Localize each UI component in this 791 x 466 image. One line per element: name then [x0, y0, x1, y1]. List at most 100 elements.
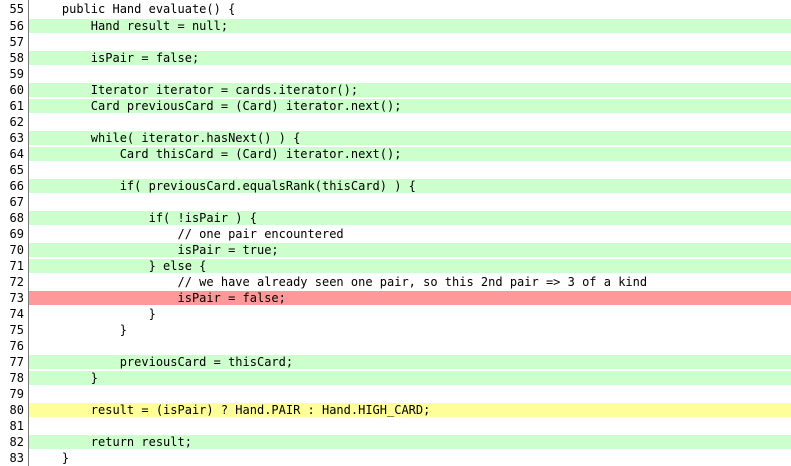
line-number: 63 — [9, 131, 24, 145]
line-content: isPair = false; — [29, 50, 791, 66]
code-line: 56 Hand result = null; — [0, 18, 791, 34]
source-text: Card previousCard = (Card) iterator.next… — [33, 99, 402, 113]
line-content — [29, 66, 791, 82]
coverage-highlight-none — [29, 451, 791, 465]
code-line: 81 — [0, 418, 791, 434]
coverage-highlight-covered — [29, 211, 791, 225]
code-line: 76 — [0, 338, 791, 354]
coverage-highlight-none — [29, 419, 791, 433]
code-line: 58 isPair = false; — [0, 50, 791, 66]
line-content: Card previousCard = (Card) iterator.next… — [29, 98, 791, 114]
line-number: 76 — [9, 339, 24, 353]
line-content: public Hand evaluate() { — [29, 0, 791, 18]
code-line: 68 if( !isPair ) { — [0, 210, 791, 226]
line-number: 82 — [9, 435, 24, 449]
coverage-highlight-covered — [29, 243, 791, 257]
line-content: } — [29, 370, 791, 386]
code-line: 72 // we have already seen one pair, so … — [0, 274, 791, 290]
code-line: 60 Iterator iterator = cards.iterator(); — [0, 82, 791, 98]
line-content: Iterator iterator = cards.iterator(); — [29, 82, 791, 98]
line-content: } — [29, 450, 791, 466]
source-text: return result; — [33, 435, 192, 449]
coverage-highlight-covered — [29, 131, 791, 145]
code-line: 65 — [0, 162, 791, 178]
code-line: 79 — [0, 386, 791, 402]
line-content — [29, 114, 791, 130]
source-text: result = (isPair) ? Hand.PAIR : Hand.HIG… — [33, 403, 431, 417]
source-text: } — [33, 371, 99, 385]
line-number: 62 — [9, 115, 24, 129]
line-number: 80 — [9, 403, 24, 417]
line-content: return result; — [29, 434, 791, 450]
coverage-highlight-covered — [29, 435, 791, 449]
source-text: } — [33, 451, 70, 465]
code-line: 75 } — [0, 322, 791, 338]
line-content: isPair = true; — [29, 242, 791, 258]
line-content — [29, 194, 791, 210]
code-line: 83 } — [0, 450, 791, 466]
coverage-highlight-covered — [29, 83, 791, 97]
source-text: } else { — [33, 259, 207, 273]
coverage-highlight-none — [29, 35, 791, 49]
source-text: if( !isPair ) { — [33, 211, 257, 225]
line-content: while( iterator.hasNext() ) { — [29, 130, 791, 146]
code-line: 71 } else { — [0, 258, 791, 274]
line-content: if( !isPair ) { — [29, 210, 791, 226]
line-number: 72 — [9, 275, 24, 289]
coverage-highlight-none — [29, 323, 791, 337]
coverage-highlight-none — [29, 387, 791, 401]
line-number: 61 — [9, 99, 24, 113]
line-content: result = (isPair) ? Hand.PAIR : Hand.HIG… — [29, 402, 791, 418]
code-line: 74 } — [0, 306, 791, 322]
gutter-divider — [28, 0, 29, 466]
source-text: // one pair encountered — [33, 227, 344, 241]
coverage-highlight-uncovered — [29, 291, 791, 305]
code-line: 64 Card thisCard = (Card) iterator.next(… — [0, 146, 791, 162]
line-content — [29, 34, 791, 50]
line-content: Card thisCard = (Card) iterator.next(); — [29, 146, 791, 162]
line-number: 74 — [9, 307, 24, 321]
code-line: 62 — [0, 114, 791, 130]
source-text: // we have already seen one pair, so thi… — [33, 275, 648, 289]
coverage-highlight-covered — [29, 179, 791, 193]
line-content: // we have already seen one pair, so thi… — [29, 274, 791, 290]
line-content: Hand result = null; — [29, 18, 791, 34]
line-number: 66 — [9, 179, 24, 193]
source-text: Hand result = null; — [33, 19, 229, 33]
line-content: previousCard = thisCard; — [29, 354, 791, 370]
line-number: 67 — [9, 195, 24, 209]
line-content — [29, 338, 791, 354]
line-content: } — [29, 306, 791, 322]
line-number: 55 — [9, 2, 24, 16]
line-number: 71 — [9, 259, 24, 273]
line-number: 83 — [9, 451, 24, 465]
line-number: 78 — [9, 371, 24, 385]
line-content: } else { — [29, 258, 791, 274]
code-line: 80 result = (isPair) ? Hand.PAIR : Hand.… — [0, 402, 791, 418]
coverage-highlight-covered — [29, 99, 791, 113]
line-number: 70 — [9, 243, 24, 257]
line-content: } — [29, 322, 791, 338]
code-line: 70 isPair = true; — [0, 242, 791, 258]
line-number: 59 — [9, 67, 24, 81]
line-content — [29, 162, 791, 178]
coverage-highlight-none — [29, 163, 791, 177]
source-text: public Hand evaluate() { — [33, 2, 236, 16]
code-line: 63 while( iterator.hasNext() ) { — [0, 130, 791, 146]
line-number: 75 — [9, 323, 24, 337]
line-content: // one pair encountered — [29, 226, 791, 242]
line-content — [29, 418, 791, 434]
line-content: if( previousCard.equalsRank(thisCard) ) … — [29, 178, 791, 194]
source-text: isPair = false; — [33, 51, 200, 65]
coverage-highlight-covered — [29, 259, 791, 273]
line-number: 65 — [9, 163, 24, 177]
line-content — [29, 386, 791, 402]
coverage-highlight-none — [29, 115, 791, 129]
source-text: isPair = false; — [33, 291, 286, 305]
code-line: 73 isPair = false; — [0, 290, 791, 306]
line-number: 73 — [9, 291, 24, 305]
coverage-highlight-covered — [29, 147, 791, 161]
line-number: 60 — [9, 83, 24, 97]
